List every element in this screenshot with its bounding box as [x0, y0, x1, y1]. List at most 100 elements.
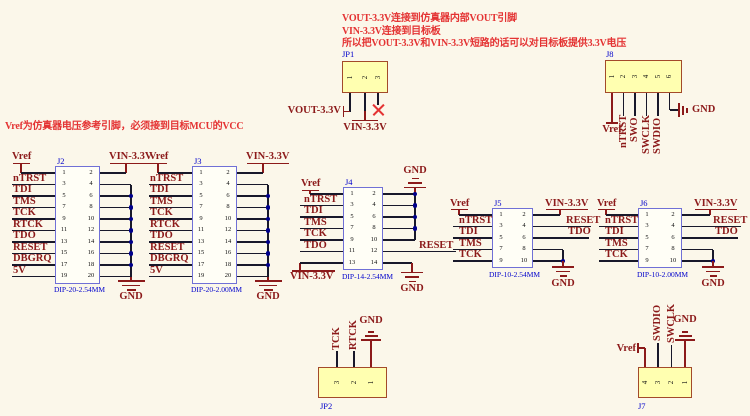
pin-number: 1: [680, 380, 689, 384]
power-port-Vref: Vref: [602, 124, 622, 135]
net-label-nTRST: nTRST: [459, 214, 493, 226]
power-port-VIN-3.3V: VIN-3.3V: [545, 198, 589, 209]
wire: [237, 241, 268, 243]
net-label-SWDIO: SWDIO: [652, 117, 663, 154]
pin-number: 20: [224, 272, 232, 280]
power-wire: [709, 209, 711, 215]
net-label-RESET: RESET: [13, 241, 48, 253]
net-label-TDO: TDO: [568, 226, 591, 237]
power-port-bar: [247, 162, 289, 165]
designator-J6: J6: [640, 197, 648, 208]
junction-dot: [412, 191, 418, 197]
net-label-TDO: TDO: [715, 226, 738, 237]
pin-number: 10: [224, 214, 232, 222]
junction-dot: [128, 251, 134, 256]
gnd-symbol-bar: [126, 289, 136, 291]
gnd-label: GND: [359, 315, 383, 326]
pin-number: 8: [522, 245, 526, 253]
pin-number: 4: [89, 180, 93, 188]
pin-number: 12: [87, 226, 95, 234]
wire: [353, 351, 355, 367]
junction-dot: [128, 228, 134, 233]
pin-number: 1: [345, 75, 354, 79]
gnd-symbol-bar: [122, 284, 140, 287]
pin-number: 15: [60, 249, 68, 257]
gnd-symbol-bar: [706, 270, 720, 273]
pin-number: 3: [499, 222, 503, 230]
footprint-J3: DIP-20-2.00MM: [191, 285, 243, 294]
wire: [349, 93, 351, 112]
power-wire: [370, 341, 372, 367]
wire: [237, 229, 268, 232]
pin-number: 1: [199, 168, 203, 176]
wire: [300, 204, 343, 207]
pin-number: 1: [350, 189, 354, 197]
power-port-VOUT-3.3V: VOUT-3.3V: [287, 105, 341, 116]
wire: [669, 109, 678, 111]
net-label-TDI: TDI: [304, 205, 323, 216]
pin-number: 2: [522, 210, 526, 218]
junction-dot: [128, 239, 134, 245]
power-port-bar: [637, 343, 639, 353]
junction-dot: [265, 216, 271, 222]
pin-number: 4: [372, 201, 376, 209]
net-label-RESET: RESET: [419, 239, 454, 251]
pin-number: 6: [665, 74, 673, 79]
wire: [383, 216, 415, 218]
pin-number: 4: [640, 380, 649, 384]
wire: [562, 249, 564, 261]
wire: [149, 229, 192, 232]
gnd-symbol-bar: [556, 270, 570, 273]
pin-number: 1: [62, 168, 66, 176]
power-port-Vref: Vref: [149, 151, 169, 162]
wire: [300, 262, 343, 264]
power-port-VIN-3.3V: VIN-3.3V: [694, 198, 738, 209]
wire: [383, 193, 415, 195]
pin-number: 7: [350, 224, 354, 232]
pin-number: 10: [520, 256, 528, 264]
junction-dot: [265, 193, 271, 199]
wire: [300, 216, 343, 218]
junction-dot: [265, 205, 271, 210]
wire: [634, 93, 636, 116]
wire: [599, 260, 638, 262]
gnd-label: GND: [256, 291, 280, 302]
footprint-J2: DIP-20-2.54MM: [54, 285, 106, 294]
wire: [100, 252, 131, 255]
pin-number: 14: [224, 237, 232, 245]
wire: [12, 241, 55, 243]
designator-J2: J2: [57, 155, 65, 166]
junction-dot: [265, 239, 271, 245]
gnd-symbol-bar: [709, 275, 717, 277]
pin-number: 19: [60, 272, 68, 280]
wire: [300, 239, 343, 241]
net-label-TCK: TCK: [605, 249, 628, 260]
pin-number: 2: [226, 168, 230, 176]
junction-dot: [265, 262, 271, 268]
power-wire: [458, 209, 460, 215]
wire: [606, 214, 638, 216]
power-wire: [638, 347, 645, 349]
designator-J4: J4: [345, 176, 353, 187]
gnd-label: GND: [403, 165, 427, 176]
power-port-bar: [598, 208, 615, 211]
wire: [100, 241, 131, 243]
pin-number: 18: [224, 260, 232, 268]
wire: [645, 93, 648, 116]
wire: [453, 260, 492, 262]
gnd-symbol-bar: [405, 276, 419, 278]
wire: [237, 218, 268, 220]
wire: [149, 206, 192, 209]
wire: [237, 172, 263, 174]
net-label-TDO: TDO: [150, 230, 173, 241]
net-label-5V: 5V: [150, 264, 163, 276]
pin-number: 9: [199, 214, 203, 222]
wire: [533, 214, 560, 216]
power-port-bar: [302, 189, 319, 192]
wire: [100, 206, 131, 209]
wire: [459, 214, 492, 216]
note-top-line3: 所以把VOUT-3.3V和VIN-3.3V短路的话可以对目标板提供3.3V电压: [342, 38, 627, 50]
wire: [657, 343, 659, 367]
designator-J5: J5: [494, 197, 502, 208]
net-label-TMS: TMS: [304, 216, 327, 228]
